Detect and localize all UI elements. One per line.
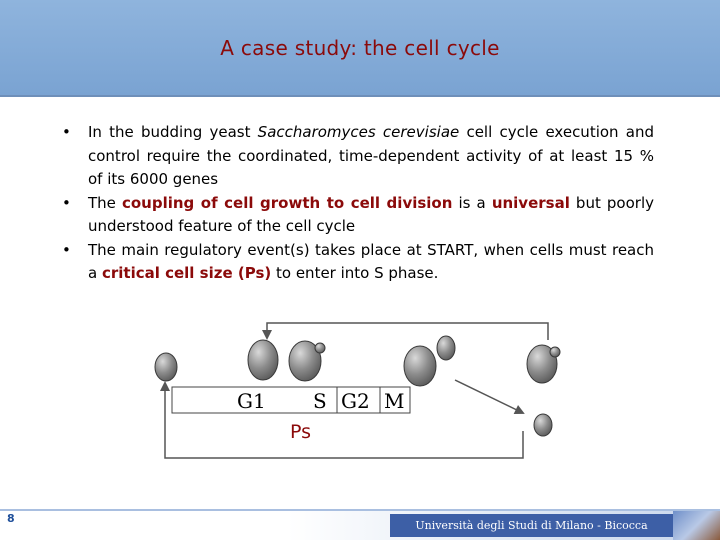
footer-divider [0, 509, 720, 511]
ps-label: Ps [290, 421, 311, 443]
phase-label-g2: G2 [341, 389, 370, 413]
bullet-text: to enter into S phase. [271, 264, 439, 282]
phase-label-g1: G1 [237, 389, 266, 413]
cell-icon [154, 352, 178, 382]
cell-icon [526, 344, 558, 384]
loop-arrow-bottom [160, 381, 524, 459]
bud-icon [549, 346, 561, 358]
title-bar [0, 0, 720, 95]
daughter-cell-icon [533, 413, 553, 437]
title-divider [0, 95, 720, 97]
bullet-marker: • [62, 240, 71, 259]
bullet-text: but poorly understood feature of the cel… [88, 193, 654, 236]
highlight-text: critical cell size (Ps) [101, 264, 272, 282]
bullet-marker: • [62, 123, 71, 141]
highlight-text: coupling of cell growth to cell division [121, 193, 453, 212]
loop-arrow-top [262, 322, 549, 340]
bullet-marker: • [62, 193, 71, 212]
university-logo-banner: Università degli Studi di Milano - Bicoc… [390, 514, 673, 537]
bullet-text: is a [452, 193, 492, 212]
bud-icon [314, 342, 326, 354]
bullet-item: • The coupling of cell growth to cell div… [62, 192, 654, 239]
bullet-text: cell cycle execution and control require… [88, 123, 654, 188]
highlight-text: universal [491, 193, 570, 212]
page-number: 8 [7, 512, 15, 525]
bud-icon [436, 335, 456, 361]
bullet-list: • In the budding yeast Saccharomyces cere… [62, 121, 654, 286]
bullet-item: • The main regulatory event(s) takes plac… [62, 239, 654, 286]
bullet-text: The main regulatory event(s) takes place… [88, 240, 654, 283]
bullet-text: In the budding yeast [88, 123, 258, 141]
cell-icon [288, 340, 322, 382]
species-name: Saccharomyces cerevisiae [257, 123, 460, 141]
phase-bar [171, 386, 411, 414]
decorative-image [673, 511, 720, 540]
bullet-text: The [88, 193, 122, 212]
cell-icon [247, 339, 279, 381]
phase-label-m: M [384, 389, 404, 413]
division-arrow [454, 379, 525, 415]
cell-icon [403, 345, 437, 387]
phase-label-s: S [313, 389, 327, 413]
cell-cycle-diagram: G1 S G2 M Ps [154, 322, 561, 459]
slide-title: A case study: the cell cycle [220, 36, 500, 60]
bullet-item: • In the budding yeast Saccharomyces cere… [62, 121, 654, 192]
